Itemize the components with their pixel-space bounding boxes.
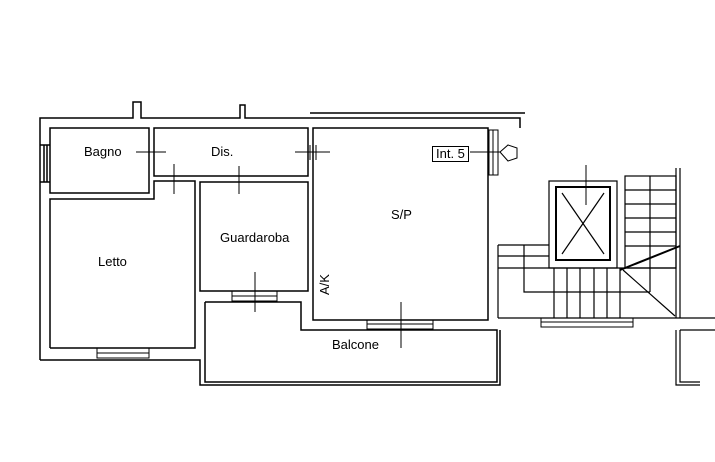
room-label-dis: Dis. (211, 144, 234, 159)
room-label-bagno: Bagno (84, 144, 122, 159)
room-label-sp: S/P (391, 207, 412, 222)
room-label-ak: A/K (316, 274, 332, 295)
room-letto (49, 180, 196, 349)
room-bagno (49, 127, 150, 194)
outer-walls (39, 101, 525, 386)
door-marks (136, 144, 587, 348)
room-label-balcone: Balcone (332, 337, 379, 352)
room-label-guardaroba: Guardaroba (220, 230, 290, 245)
unit-number-label: Int. 5 (432, 146, 469, 162)
stair-core (497, 168, 715, 386)
windows (96, 129, 634, 359)
room-balcone (204, 301, 498, 383)
room-label-letto: Letto (98, 254, 127, 269)
